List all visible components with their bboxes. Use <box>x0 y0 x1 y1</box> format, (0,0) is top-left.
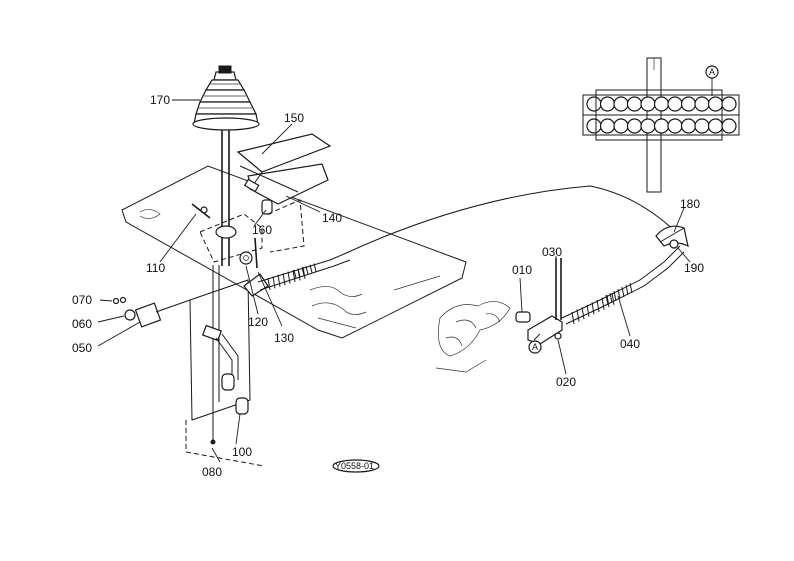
linkage-lower <box>435 225 689 373</box>
inset-ball <box>667 118 683 134</box>
cable-rib <box>613 290 617 302</box>
inset-ball <box>653 118 670 134</box>
inset-ball <box>707 96 724 112</box>
inset-ball <box>680 96 697 112</box>
label-130: 130 <box>274 331 294 345</box>
cable-rib <box>576 309 580 322</box>
inset-ball <box>586 118 602 134</box>
cable-rib <box>301 267 305 276</box>
part-labels: 170 150 140 160 110 120 130 070 060 050 … <box>72 65 719 479</box>
inset-ball <box>626 96 643 112</box>
leader-lines <box>97 78 713 463</box>
shift-boot <box>192 65 260 131</box>
detail-inset <box>582 57 740 193</box>
inset-ball <box>707 118 724 134</box>
cable-rib <box>611 292 615 305</box>
inset-ball <box>694 118 710 134</box>
label-070: 070 <box>72 293 92 307</box>
label-150: 150 <box>284 111 304 125</box>
cable-rib <box>313 263 317 272</box>
cable-rib <box>601 297 605 310</box>
ref-mark-a-detail: A <box>709 67 715 77</box>
cable-rib <box>605 294 609 306</box>
label-080: 080 <box>202 465 222 479</box>
cable-rib <box>606 295 610 308</box>
cable-rib <box>272 276 276 289</box>
cable-rib <box>617 288 621 300</box>
label-160: 160 <box>252 223 272 237</box>
cable-rib <box>621 286 625 298</box>
inset-ball <box>626 118 643 134</box>
label-110: 110 <box>146 261 165 275</box>
label-120: 120 <box>248 315 268 329</box>
inset-ball <box>694 96 710 112</box>
label-010: 010 <box>512 263 532 277</box>
cable-rib <box>309 264 313 273</box>
inset-ball <box>721 118 737 134</box>
lever-assembly <box>112 130 265 467</box>
cable-rib <box>625 284 629 296</box>
label-030: 030 <box>542 245 562 259</box>
inset-ball <box>721 96 737 112</box>
label-170: 170 <box>150 93 170 107</box>
cable-rib <box>267 277 271 291</box>
inset-ball <box>613 118 629 134</box>
inset-ball <box>599 96 616 112</box>
label-180: 180 <box>680 197 700 211</box>
inset-ball <box>613 96 629 112</box>
cable-rib <box>581 307 585 320</box>
cable-rib <box>287 271 291 284</box>
inset-ball <box>653 96 670 112</box>
drawing-code: Y0558-01 <box>335 461 374 471</box>
label-020: 020 <box>556 375 576 389</box>
label-060: 060 <box>72 317 92 331</box>
cable-rib <box>282 273 286 286</box>
inset-ball <box>680 118 697 134</box>
cable-rib <box>571 311 575 325</box>
cable-upper <box>239 185 681 297</box>
cable-rib <box>297 268 301 277</box>
cable-rib <box>302 266 306 279</box>
cable-rib <box>277 274 281 287</box>
ref-mark-a-main: A <box>532 342 538 352</box>
label-190: 190 <box>684 261 704 275</box>
pedal-bracket <box>236 133 332 253</box>
label-040: 040 <box>620 337 640 351</box>
cable-rib <box>609 292 613 304</box>
inset-ball <box>599 118 616 134</box>
cable-rib <box>305 265 309 275</box>
cable-rib <box>293 269 297 279</box>
cable-rib <box>586 304 590 317</box>
cable-rib <box>629 282 633 294</box>
inset-ball <box>640 118 656 134</box>
cable-rib <box>292 269 296 283</box>
inset-ball <box>667 96 683 112</box>
inset-ball <box>586 96 602 112</box>
inset-ball <box>640 96 656 112</box>
cable-rib <box>591 302 595 315</box>
label-050: 050 <box>72 341 92 355</box>
cable-rib <box>596 299 600 313</box>
label-100: 100 <box>232 445 252 459</box>
label-140: 140 <box>322 211 342 225</box>
